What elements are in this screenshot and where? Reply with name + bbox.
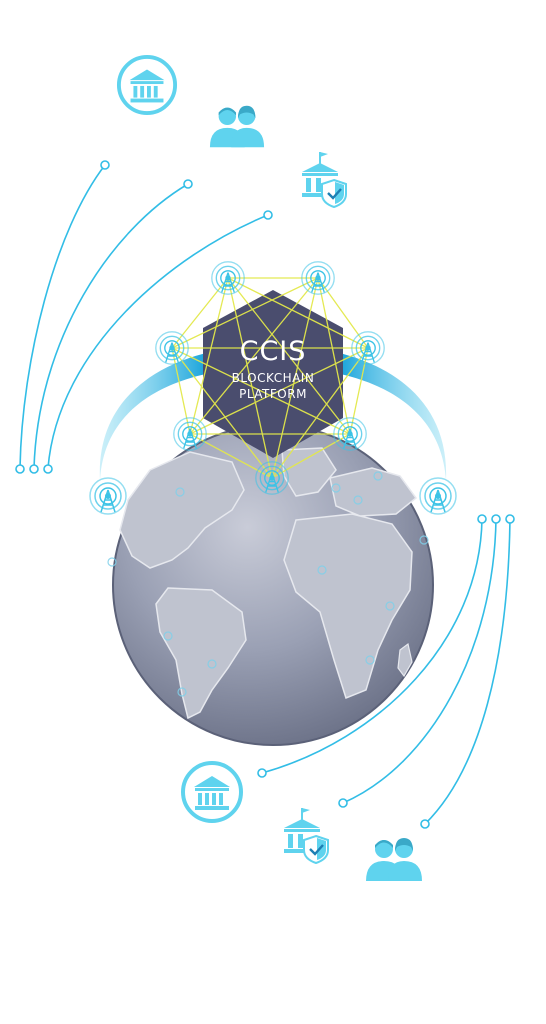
continent-europe [329, 467, 418, 517]
government-building-icon [282, 806, 330, 864]
bank-icon [116, 54, 178, 116]
connector-lines-bottom [261, 518, 511, 825]
radio-tower-icon [89, 477, 127, 515]
government-building-icon [300, 150, 348, 208]
hub-subtitle-line1: BLOCKCHAIN [232, 371, 315, 385]
bank-icon [181, 761, 243, 823]
connector-nodes-bottom [257, 514, 515, 829]
users-icon [209, 105, 265, 148]
connector-lines-top [19, 164, 269, 469]
continent-africa [283, 513, 413, 699]
orbit-arc [99, 345, 447, 480]
radio-tower-icon [255, 461, 289, 495]
globe-nodes [107, 471, 429, 697]
continent-south-america [155, 587, 247, 720]
radio-tower-icon [155, 331, 189, 365]
island-madagascar [397, 642, 413, 678]
continent-north-america [119, 451, 245, 569]
users-icon [366, 838, 422, 881]
radio-tower-icon [211, 261, 245, 295]
radio-tower-icon [351, 331, 385, 365]
radio-tower-icon [333, 417, 367, 451]
connector-nodes-top [15, 160, 273, 474]
radio-tower-icon [301, 261, 335, 295]
hub-subtitle-line2: PLATFORM [239, 387, 307, 401]
globe [107, 424, 434, 746]
radio-tower-icon [419, 477, 457, 515]
mesh-network [171, 277, 369, 479]
hub-title: CCIS [240, 336, 307, 367]
radio-tower-icon [173, 417, 207, 451]
hub-hexagon [203, 290, 343, 458]
